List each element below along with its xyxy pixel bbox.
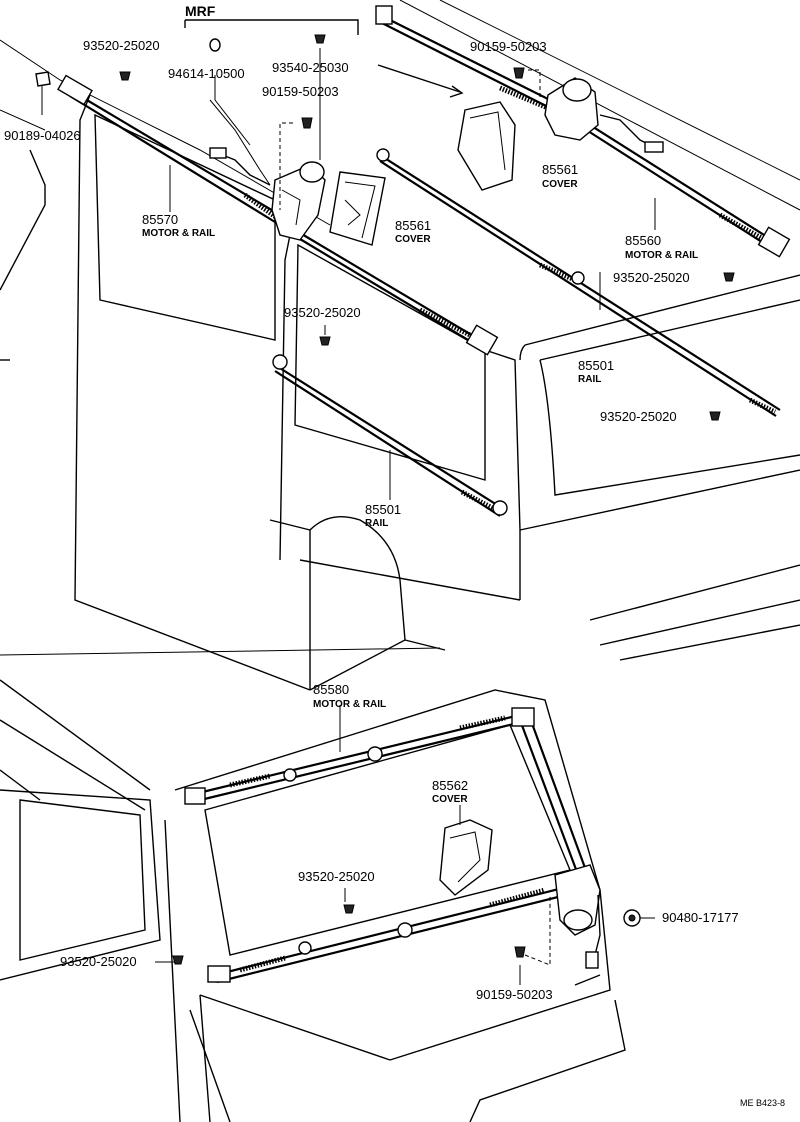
- rail-end-fitting-left: [57, 74, 93, 106]
- label-93520-mid: 93520-25020: [284, 305, 361, 320]
- rail-85501-lower: [272, 354, 508, 517]
- upper-reference-lines: [41, 48, 656, 500]
- label-93520-top: 93520-25020: [83, 38, 160, 53]
- rail-85580-end-ll: [207, 965, 231, 983]
- label-85561b-num: 85561: [542, 162, 578, 177]
- clip-90189: [35, 71, 51, 87]
- screw-93520-right1: [723, 272, 735, 282]
- washer-94614: [209, 38, 221, 52]
- screw-93520-right2: [709, 411, 721, 421]
- connector-85570: [209, 147, 227, 159]
- label-85501a-name: RAIL: [578, 374, 601, 385]
- label-85561a-num: 85561: [395, 218, 431, 233]
- fasteners-upper: [35, 34, 735, 421]
- label-93520-right1: 93520-25020: [613, 270, 690, 285]
- rail-85580-assembly: [184, 707, 601, 984]
- footer-code: ME B423-8: [740, 1098, 785, 1108]
- screw-93540: [314, 34, 326, 44]
- label-85561b-name: COVER: [542, 179, 578, 190]
- fasteners-lower: [172, 904, 641, 965]
- label-90480: 90480-17177: [662, 910, 739, 925]
- rail-85560-end-bottom: [757, 226, 791, 258]
- connector-85560: [644, 141, 664, 153]
- connector-85580: [585, 951, 599, 969]
- label-85560-name: MOTOR & RAIL: [625, 250, 698, 261]
- label-85562-name: COVER: [432, 794, 468, 805]
- label-85561a-name: COVER: [395, 234, 431, 245]
- rail-85580-end-ul: [184, 787, 206, 805]
- label-90159-top-left: 90159-50203: [262, 84, 339, 99]
- screw-93520-bot-mid: [343, 904, 355, 914]
- label-85501b-name: RAIL: [365, 518, 388, 529]
- label-93520-bot-mid: 93520-25020: [298, 869, 375, 884]
- label-85570-name: MOTOR & RAIL: [142, 228, 215, 239]
- screw-90159-top-right: [513, 67, 525, 79]
- label-90189: 90189-04026: [4, 128, 81, 143]
- label-85580-num: 85580: [313, 682, 349, 697]
- label-85560-num: 85560: [625, 233, 661, 248]
- label-85562-num: 85562: [432, 778, 468, 793]
- rail-85570-assembly: [57, 74, 499, 356]
- lower-reference-lines: [155, 705, 655, 985]
- screw-93520-mid: [319, 336, 331, 346]
- label-93520-bot-left: 93520-25020: [60, 954, 137, 969]
- screw-93520-top: [119, 71, 131, 81]
- rail-85560-end-top: [375, 5, 393, 25]
- mrf-bracket: [184, 19, 359, 35]
- rail-end-fitting-right: [465, 324, 499, 356]
- group-label-mrf: MRF: [185, 3, 216, 19]
- label-85580-name: MOTOR & RAIL: [313, 699, 386, 710]
- label-90159-top-right: 90159-50203: [470, 39, 547, 54]
- label-85501b-num: 85501: [365, 502, 401, 517]
- label-85501a-num: 85501: [578, 358, 614, 373]
- label-85570-num: 85570: [142, 212, 178, 227]
- rail-85560-assembly: [375, 5, 791, 258]
- cover-85562: [439, 819, 493, 896]
- screw-90159-top-left: [301, 117, 313, 129]
- labels: MRF 93520-25020 94614-10500 93540-25030 …: [4, 3, 785, 1108]
- cover-85561-right: [457, 101, 516, 191]
- label-93520-right2: 93520-25020: [600, 409, 677, 424]
- upper-body-outline: [0, 0, 800, 691]
- rail-85501-upper-right: [376, 148, 781, 417]
- label-90159-bot: 90159-50203: [476, 987, 553, 1002]
- screw-90159-bot: [514, 946, 526, 958]
- label-94614: 94614-10500: [168, 66, 245, 81]
- rail-85580-corner: [511, 707, 535, 727]
- label-93540: 93540-25030: [272, 60, 349, 75]
- cover-85561-left: [329, 171, 386, 246]
- screw-93520-bot-left: [172, 955, 184, 965]
- motor-85570-cap: [299, 161, 325, 183]
